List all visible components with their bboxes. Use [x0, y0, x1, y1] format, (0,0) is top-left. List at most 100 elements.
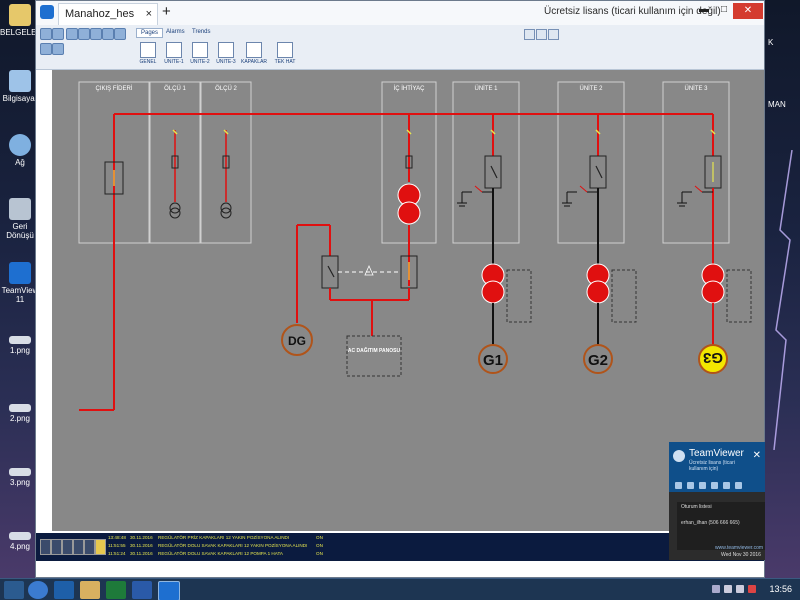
excitation-panel[interactable] — [611, 269, 637, 323]
ribbon-tab-trends[interactable]: Trends — [192, 29, 211, 35]
toolbar-refresh-icon[interactable] — [90, 28, 102, 40]
close-tab-icon[interactable]: × — [145, 8, 152, 20]
computer-icon — [9, 70, 31, 92]
excitation-panel[interactable] — [506, 269, 532, 323]
panel-title: ÜNİTE 1 — [474, 85, 498, 92]
new-tab-button[interactable]: + — [162, 3, 171, 20]
folder-icon — [9, 4, 31, 26]
toolbar-open-icon[interactable] — [52, 43, 64, 55]
generator-g2[interactable] — [583, 344, 613, 374]
desktop-icon-geri-donusum[interactable]: Geri Dönüşü — [0, 198, 40, 240]
event-settings-icon[interactable] — [84, 539, 95, 555]
tv-camera-icon[interactable] — [675, 482, 682, 489]
desktop-icon-belgeler[interactable]: BELGELER — [0, 4, 42, 37]
close-window-button[interactable]: ✕ — [733, 3, 763, 19]
taskbar-explorer-icon[interactable] — [80, 581, 100, 599]
tray-volume-icon[interactable] — [748, 585, 756, 593]
tv-draw-icon[interactable] — [723, 482, 730, 489]
tray-network-icon[interactable] — [724, 585, 732, 593]
generator-g1[interactable] — [478, 344, 508, 374]
desktop-icon-3png[interactable]: 3.png — [0, 468, 40, 487]
warning-icon[interactable] — [95, 539, 106, 555]
taskbar-teamviewer-icon[interactable] — [158, 581, 180, 600]
desktop-icon-4png[interactable]: 4.png — [0, 532, 40, 551]
voltage-transformer-icon — [220, 207, 232, 219]
desktop-icon-ag[interactable]: Ağ — [0, 134, 40, 167]
tv-phone-icon[interactable] — [711, 482, 718, 489]
ribbon-pin-icon[interactable] — [548, 29, 559, 40]
breaker-cikis[interactable] — [104, 161, 124, 195]
taskbar-outlook-icon[interactable] — [54, 581, 74, 599]
generator-g3[interactable] — [698, 344, 728, 374]
tab-manahoz-hes[interactable]: Manahoz_hes × — [58, 3, 158, 25]
toolbar-home-icon[interactable] — [66, 28, 78, 40]
toolbar-back-icon[interactable] — [40, 28, 52, 40]
aux-transformer-icon — [397, 201, 421, 225]
tray-flag-icon[interactable] — [736, 585, 744, 593]
breaker-unit-2[interactable] — [589, 155, 607, 189]
breaker-contact — [595, 165, 603, 179]
teamviewer-date: Wed Nov 30 2016 — [721, 552, 761, 558]
event-print-icon[interactable] — [62, 539, 73, 555]
diesel-generator[interactable] — [281, 324, 313, 356]
unit-1: G1 — [457, 114, 532, 374]
start-button[interactable] — [4, 581, 24, 599]
maximize-button[interactable]: □ — [720, 4, 728, 15]
desktop-icon-bilgisayar[interactable]: Bilgisayar — [0, 70, 40, 103]
ribbon-item-kapaklar[interactable]: KAPAKLAR — [241, 42, 267, 65]
taskbar-word-icon[interactable] — [132, 581, 152, 599]
ribbon-item-unite-2[interactable]: UNITE-2 — [187, 42, 213, 65]
event-acknowledge-icon[interactable] — [51, 539, 62, 555]
taskbar-excel-icon[interactable] — [106, 581, 126, 599]
desktop-icon-1png[interactable]: 1.png — [0, 336, 40, 355]
excitation-panel[interactable] — [726, 269, 752, 323]
tv-settings-icon[interactable] — [735, 482, 742, 489]
desktop-icon-teamviewer[interactable]: TeamView 11 — [0, 262, 40, 304]
ac-distribution-panel[interactable] — [346, 335, 402, 377]
ribbon-tab-pages[interactable]: Pages — [136, 28, 164, 38]
ribbon-expand-icon[interactable] — [524, 29, 535, 40]
page-icon — [166, 42, 182, 58]
fuse-icon — [171, 155, 179, 169]
event-export-icon[interactable] — [73, 539, 84, 555]
license-text: Ücretsiz lisans (ticari kullanım için de… — [544, 6, 721, 17]
single-line-diagram-svg: ÇIKIŞ FİDERİ ÖLÇÜ 1 ÖLÇÜ 2 İÇ İHTİYAÇ ÜN… — [78, 81, 752, 411]
breaker-ac-left[interactable] — [321, 255, 339, 289]
ribbon-chevron-down-icon[interactable] — [536, 29, 547, 40]
toolbar-save-icon[interactable] — [40, 43, 52, 55]
breaker-unit-1[interactable] — [484, 155, 502, 189]
page-icon — [140, 42, 156, 58]
taskbar-clock[interactable]: 13:56 — [769, 584, 792, 594]
ribbon-item-genel[interactable]: GENEL — [135, 42, 161, 65]
ribbon-item-unite-3[interactable]: UNITE-3 — [213, 42, 239, 65]
ribbon-item-tek-hat[interactable]: TEK HAT — [272, 42, 298, 65]
ribbon-item-unite-1[interactable]: UNITE-1 — [161, 42, 187, 65]
minimize-button[interactable]: ▬ — [699, 4, 709, 15]
desktop-icon-2png[interactable]: 2.png — [0, 404, 40, 423]
toolbar-zoom-icon[interactable] — [102, 28, 114, 40]
session-item[interactable]: erhan_ilhan (506 666 665) — [681, 520, 740, 526]
teamviewer-link[interactable]: www.teamviewer.com — [715, 545, 764, 551]
interlock-icon — [364, 265, 374, 276]
unit-3: G3 — [677, 114, 752, 374]
teamviewer-close-icon[interactable]: ✕ — [752, 450, 761, 461]
panel-title: İÇ İHTİYAÇ — [394, 85, 426, 92]
fuse-icon — [595, 129, 601, 135]
tv-chat-icon[interactable] — [687, 482, 694, 489]
fuse-icon — [405, 155, 413, 169]
toolbar-print-icon[interactable] — [78, 28, 90, 40]
tray-up-arrow-icon[interactable] — [712, 585, 720, 593]
toolbar-settings-icon[interactable] — [114, 28, 126, 40]
tv-file-icon[interactable] — [699, 482, 706, 489]
event-toolbar — [38, 535, 106, 557]
ribbon-tab-alarms[interactable]: Alarms — [166, 29, 185, 35]
toolbar-forward-icon[interactable] — [52, 28, 64, 40]
event-filter-icon[interactable] — [40, 539, 51, 555]
taskbar-ie-icon[interactable] — [28, 581, 48, 599]
taskbar: 13:56 — [0, 578, 800, 600]
image-file-icon — [9, 468, 31, 476]
